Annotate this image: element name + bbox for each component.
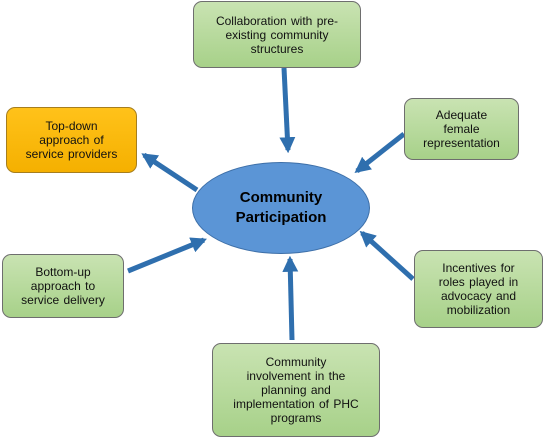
node-female-representation: Adequate female representation <box>404 98 519 160</box>
arrow-involvement-to-center <box>282 255 299 341</box>
node-bottom-up: Bottom-up approach to service delivery <box>2 254 124 318</box>
arrow-center-to-bottom-up <box>127 237 207 274</box>
node-incentives: Incentives for roles played in advocacy … <box>414 250 543 328</box>
center-community-participation: Community Participation <box>192 162 370 254</box>
node-collaboration: Collaboration with pre- existing communi… <box>193 1 361 68</box>
arrow-collaboration-to-center <box>279 67 296 154</box>
arrow-incentives-to-center <box>359 230 415 281</box>
arrow-center-to-top-down <box>141 152 199 193</box>
node-community-involvement: Community involvement in the planning an… <box>212 343 380 437</box>
arrow-female-to-center <box>354 132 406 173</box>
node-top-down: Top-down approach of service providers <box>6 107 137 173</box>
